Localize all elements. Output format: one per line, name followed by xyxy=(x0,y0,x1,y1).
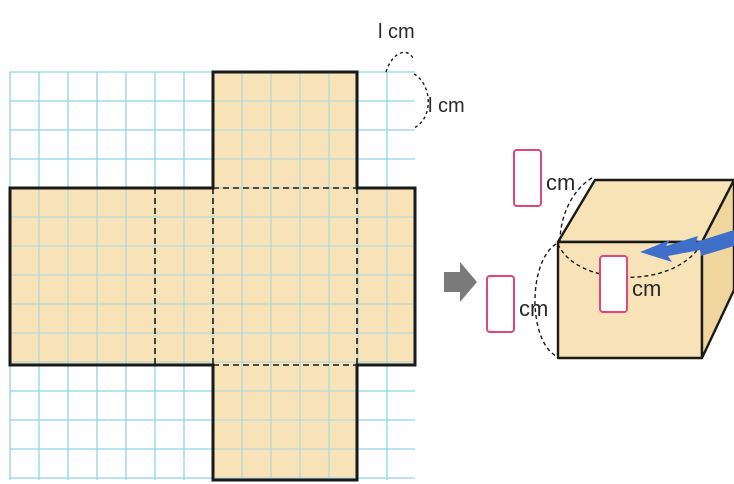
side-edge-unit-label: cm xyxy=(519,296,548,321)
horizontal-unit-label: l cm xyxy=(378,21,415,43)
rectangular-box xyxy=(534,177,734,360)
answer-blank-side[interactable]: cm xyxy=(486,275,548,333)
answer-blank-front[interactable]: cm xyxy=(599,255,661,313)
unit-scale: l cm l cm xyxy=(378,21,465,129)
fold-lines xyxy=(154,187,358,366)
vertical-unit-brace xyxy=(413,73,429,129)
answer-box-top[interactable] xyxy=(513,149,542,207)
box-side-face xyxy=(700,178,734,360)
answer-blank-top[interactable]: cm xyxy=(513,149,575,207)
height-edge-brace xyxy=(534,243,557,357)
top-edge-unit-label: cm xyxy=(546,170,575,195)
answer-box-side[interactable] xyxy=(486,275,515,333)
box-front-face xyxy=(556,240,704,360)
right-arrow-icon xyxy=(444,262,477,302)
answer-box-front[interactable] xyxy=(599,255,628,313)
vertical-unit-label: l cm xyxy=(428,95,465,117)
horizontal-unit-brace xyxy=(385,51,415,73)
net-outline xyxy=(8,70,417,482)
box-net xyxy=(8,70,417,482)
left-arrow-icon xyxy=(640,230,734,262)
top-edge-brace xyxy=(559,177,593,243)
front-edge-unit-label: cm xyxy=(632,276,661,301)
